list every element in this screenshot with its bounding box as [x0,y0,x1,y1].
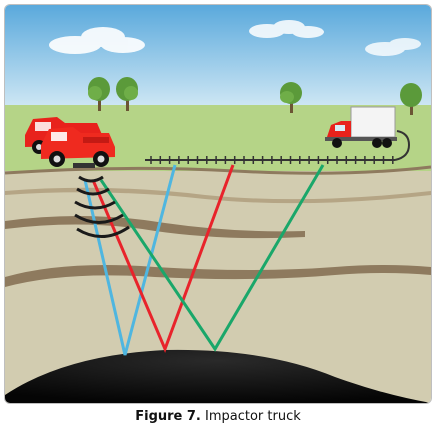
rock-layer-1 [5,215,305,239]
tree-icon [400,83,422,115]
cloud-icon [365,38,421,56]
sky [5,5,431,115]
figure-caption: Figure 7. Impactor truck [0,409,436,425]
tree-icon [116,77,138,111]
cloud-icon [49,27,145,54]
rock-layer-2 [5,264,431,287]
geophone-cable [145,130,411,161]
cloud-icon [249,20,324,38]
ray-blue [83,164,177,356]
geophone-icon [150,156,394,164]
ground-surface-line [5,165,431,175]
tree-icon [280,82,302,113]
recording-truck-icon [325,106,397,148]
tree-icon [88,77,110,111]
reservoir [5,349,431,403]
caption-label: Figure 7. [135,409,201,424]
diagram-frame [4,4,432,404]
rock-layer-3 [5,187,431,204]
ray-red [91,164,235,354]
wavefronts [74,175,130,238]
impactor-truck-icon [25,117,115,168]
caption-text: Impactor truck [205,409,301,424]
ray-green [99,164,325,352]
seismic-diagram [5,5,431,403]
